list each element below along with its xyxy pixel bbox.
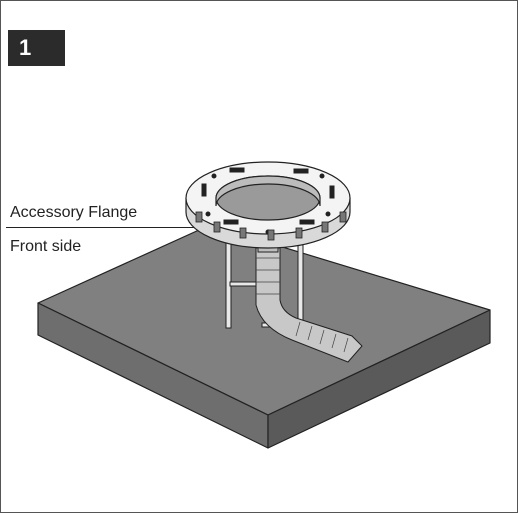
accessory-flange (185, 161, 351, 249)
callout-front-side: Front side (10, 238, 82, 255)
step-number-badge: 1 (8, 30, 65, 66)
leader-line-flange (6, 227, 194, 228)
slab-right-face (267, 309, 491, 449)
callout-accessory-flange: Accessory Flange (10, 204, 138, 221)
